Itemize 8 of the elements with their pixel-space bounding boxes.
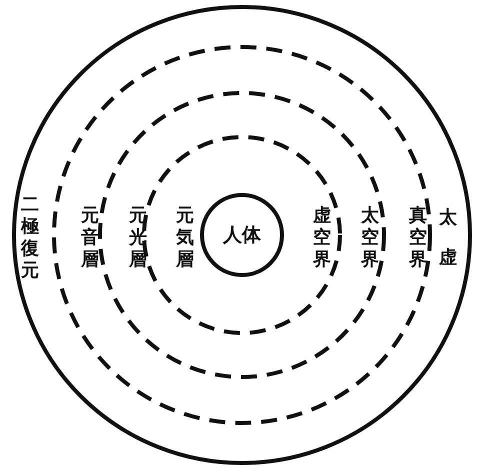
ring-label: 真空界 [408, 205, 428, 271]
center-label: 人体 [223, 226, 261, 244]
ring-label: 元気層 [175, 205, 195, 271]
ring-label: 太虚 [438, 206, 458, 270]
ring-label: 太空界 [360, 205, 380, 271]
ring-label: 虚空界 [312, 205, 332, 271]
ring-label: 二極復元 [20, 194, 40, 282]
ring-label: 元音層 [80, 205, 100, 271]
